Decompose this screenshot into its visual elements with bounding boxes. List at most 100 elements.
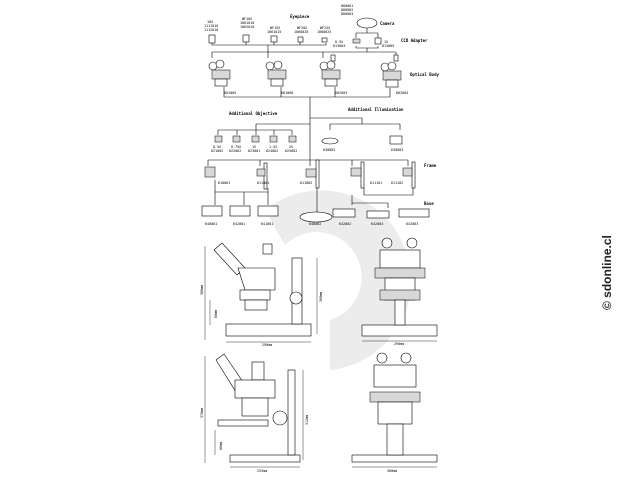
additional-objective-heading: Additional Objective — [229, 111, 278, 116]
svg-text:290mm: 290mm — [262, 343, 272, 347]
camera-icon — [356, 17, 378, 29]
svg-text:630002: 630002 — [323, 148, 335, 152]
objective-icon — [214, 135, 223, 143]
base-icon — [201, 205, 223, 217]
svg-text:253mm: 253mm — [257, 469, 267, 473]
svg-text:0.5X: 0.5X — [335, 40, 344, 44]
svg-text:1062010: 1062010 — [240, 25, 254, 29]
eyepiece-wf15x: WF15X 1061015 — [267, 26, 281, 43]
eyepiece-wf20x: WF20X 1060020 — [294, 26, 308, 43]
eyepiece-icon — [242, 34, 250, 43]
base-heading: Base — [424, 201, 434, 206]
objective-icon — [251, 135, 260, 143]
frame-icon — [315, 159, 320, 189]
optical-body-601005: 601005 — [208, 59, 236, 95]
side-view-drawing-trinocular: 380mm 80mm 300mm 290mm — [200, 242, 323, 347]
ccd-adapter-0.5x-icon — [352, 38, 361, 44]
frame-icon — [411, 161, 416, 189]
illuminator-icon — [389, 135, 403, 145]
svg-text:630003: 630003 — [391, 148, 403, 152]
svg-text:641001: 641001 — [261, 222, 273, 226]
svg-text:601006: 601006 — [281, 91, 293, 95]
svg-text:1111010: 1111010 — [204, 24, 218, 28]
svg-text:813005: 813005 — [382, 44, 394, 48]
svg-text:80mm: 80mm — [214, 310, 218, 318]
svg-text:800002: 800002 — [341, 8, 353, 12]
front-view-drawing-binocular: 300mm — [351, 352, 438, 473]
svg-text:642004: 642004 — [371, 222, 383, 226]
svg-text:640001: 640001 — [205, 222, 217, 226]
svg-text:601005: 601005 — [224, 91, 236, 95]
svg-text:800001: 800001 — [341, 4, 353, 8]
objective-icon — [232, 135, 241, 143]
side-view-drawing-binocular: 370mm 60mm 312mm 253mm — [200, 353, 309, 473]
svg-text:1X: 1X — [252, 145, 257, 149]
ring-light-icon — [321, 137, 339, 145]
optical-body-602004: 602004 — [380, 54, 408, 95]
svg-text:602004: 602004 — [396, 91, 408, 95]
eyepiece-icon — [321, 37, 328, 43]
svg-text:622002: 622002 — [229, 149, 241, 153]
svg-text:611001: 611001 — [257, 181, 269, 185]
eyepiece-icon — [208, 34, 216, 44]
base-icon — [257, 205, 279, 217]
optical-body-602003: 602003 — [319, 54, 347, 95]
svg-text:1060020: 1060020 — [294, 30, 308, 34]
svg-text:624002: 624002 — [266, 149, 278, 153]
svg-text:10X: 10X — [207, 20, 214, 24]
svg-text:800003: 800003 — [341, 12, 353, 16]
eyepiece-icon — [270, 35, 278, 43]
svg-text:1060025: 1060025 — [317, 30, 331, 34]
eyepiece-wf10x: WF10X 1061010 1062010 — [240, 17, 254, 43]
eyepiece-10x: 10X 1111010 1112010 — [204, 20, 218, 44]
base-icon — [229, 205, 251, 217]
svg-text:1112010: 1112010 — [204, 28, 218, 32]
svg-text:642001: 642001 — [233, 222, 245, 226]
ccd-adapter-1x-icon — [374, 37, 382, 45]
svg-text:WF20X: WF20X — [297, 26, 308, 30]
svg-text:642002: 642002 — [339, 222, 351, 226]
svg-text:1.5X: 1.5X — [269, 145, 278, 149]
svg-text:623001: 623001 — [248, 149, 260, 153]
round-base-icon — [299, 211, 333, 223]
svg-text:611102: 611102 — [391, 181, 403, 185]
frame-heading: Frame — [424, 163, 437, 168]
eyepiece-icon — [297, 36, 304, 43]
base-icon — [332, 208, 356, 218]
svg-text:813004: 813004 — [333, 44, 345, 48]
svg-text:621002: 621002 — [211, 149, 223, 153]
svg-text:640002: 640002 — [309, 222, 321, 226]
svg-text:0.75X: 0.75X — [231, 145, 242, 149]
optical-body-heading: Optical Body — [410, 72, 439, 77]
optical-body-601006: 601006 — [265, 60, 293, 95]
svg-text:WF25X: WF25X — [320, 26, 331, 30]
svg-text:WF15X: WF15X — [270, 26, 281, 30]
svg-text:60mm: 60mm — [219, 442, 223, 450]
svg-text:1X: 1X — [384, 40, 389, 44]
ccd-adapter-heading: CCD Adapter — [401, 38, 428, 43]
svg-text:611101: 611101 — [370, 181, 382, 185]
svg-text:300mm: 300mm — [387, 469, 397, 473]
svg-text:290mm: 290mm — [394, 342, 404, 346]
svg-text:312mm: 312mm — [305, 415, 309, 425]
svg-text:625002: 625002 — [285, 149, 297, 153]
frame-icon — [360, 161, 365, 189]
svg-text:1061015: 1061015 — [267, 30, 281, 34]
eyepiece-wf25x: WF25X 1060025 — [317, 26, 331, 43]
svg-text:300mm: 300mm — [319, 292, 323, 302]
objective-icon — [269, 135, 278, 143]
objective-icon — [288, 135, 297, 143]
svg-text:642003: 642003 — [406, 222, 418, 226]
svg-text:380mm: 380mm — [200, 285, 204, 295]
svg-text:2X: 2X — [289, 145, 294, 149]
svg-text:610001: 610001 — [218, 181, 230, 185]
additional-illumination-heading: Additional Illumination — [348, 107, 404, 112]
svg-text:602003: 602003 — [335, 91, 347, 95]
watermark-text: © sdonline.cl — [600, 235, 614, 310]
eyepiece-heading: Eyepiece — [290, 14, 310, 19]
svg-text:WF10X: WF10X — [242, 17, 253, 21]
svg-text:370mm: 370mm — [200, 408, 204, 418]
svg-text:611002: 611002 — [300, 181, 312, 185]
svg-text:1061010: 1061010 — [240, 21, 254, 25]
